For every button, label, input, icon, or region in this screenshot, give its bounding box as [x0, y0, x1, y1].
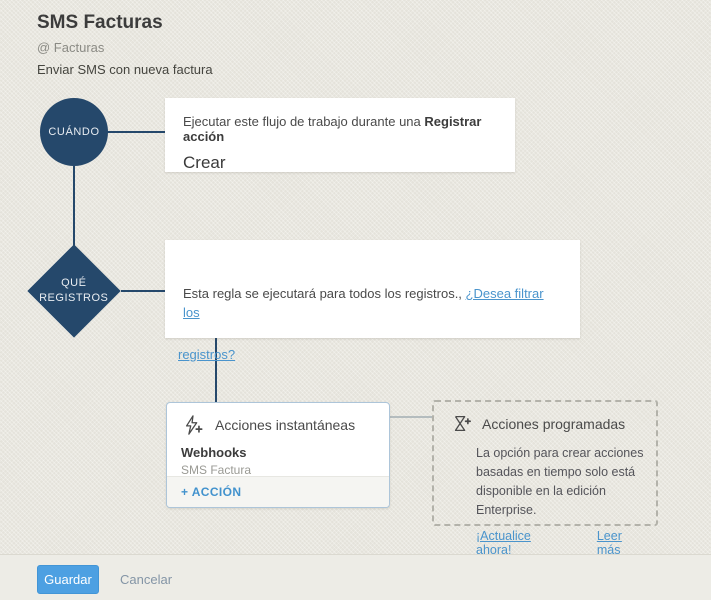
lightning-plus-icon — [181, 413, 205, 437]
instant-action-type: Webhooks — [181, 445, 247, 460]
when-card[interactable]: Ejecutar este flujo de trabajo durante u… — [165, 98, 515, 172]
module-breadcrumb: @ Facturas — [37, 40, 105, 55]
filter-records-link[interactable]: ¿Desea filtrar los — [183, 286, 544, 320]
workflow-description: Enviar SMS con nueva factura — [37, 62, 213, 77]
which-records-node[interactable]: QUÉ REGISTROS — [27, 244, 121, 338]
when-trigger-value: Crear — [183, 153, 226, 172]
add-action-button[interactable]: + ACCIÓN — [181, 485, 242, 499]
when-trigger-prefix: Ejecutar este flujo de trabajo durante u… — [183, 114, 425, 129]
connector-diamond-to-which-card — [121, 290, 165, 292]
which-label-line1: QUÉ — [61, 277, 87, 290]
scheduled-actions-card: Acciones programadas La opción para crea… — [432, 400, 658, 557]
connector-circle-to-when-card — [107, 131, 165, 133]
upgrade-now-link[interactable]: ¡Actualice ahora! — [476, 529, 531, 557]
cancel-button[interactable]: Cancelar — [120, 572, 173, 587]
connector-instant-to-scheduled — [390, 416, 432, 418]
scheduled-actions-message: La opción para crear acciones basadas en… — [476, 446, 644, 517]
which-records-node-label: QUÉ REGISTROS — [39, 276, 108, 306]
scheduled-actions-title: Acciones programadas — [482, 416, 626, 432]
when-trigger-sentence: Ejecutar este flujo de trabajo durante u… — [183, 114, 497, 144]
when-node-label: CUÁNDO — [48, 126, 100, 138]
rule-scope-sentence: Esta regla se ejecutará para todos los r… — [183, 286, 466, 301]
save-button[interactable]: Guardar — [37, 565, 99, 594]
when-node[interactable]: CUÁNDO — [40, 98, 108, 166]
which-records-card[interactable]: Esta regla se ejecutará para todos los r… — [165, 240, 580, 338]
connector-which-to-instant — [215, 338, 217, 402]
page-title: SMS Facturas — [37, 12, 163, 33]
hourglass-plus-icon — [449, 412, 473, 436]
instant-action-item[interactable]: Webhooks SMS Factura — [167, 441, 389, 477]
which-label-line2: REGISTROS — [39, 292, 109, 305]
footer-bar — [0, 554, 711, 600]
instant-actions-footer: + ACCIÓN — [167, 476, 389, 507]
when-trigger-type: Registrar acción — [183, 114, 482, 144]
filter-records-link-overflow[interactable]: registros? — [178, 347, 236, 362]
instant-actions-title: Acciones instantáneas — [215, 417, 356, 433]
instant-action-name: SMS Factura — [181, 463, 252, 477]
connector-circle-to-diamond — [73, 166, 75, 258]
instant-actions-card[interactable]: Acciones instantáneas Webhooks SMS Factu… — [166, 402, 390, 508]
read-more-link[interactable]: Leer más — [596, 529, 622, 557]
rule-scope-text: Esta regla se ejecutará para todos los r… — [183, 284, 562, 322]
